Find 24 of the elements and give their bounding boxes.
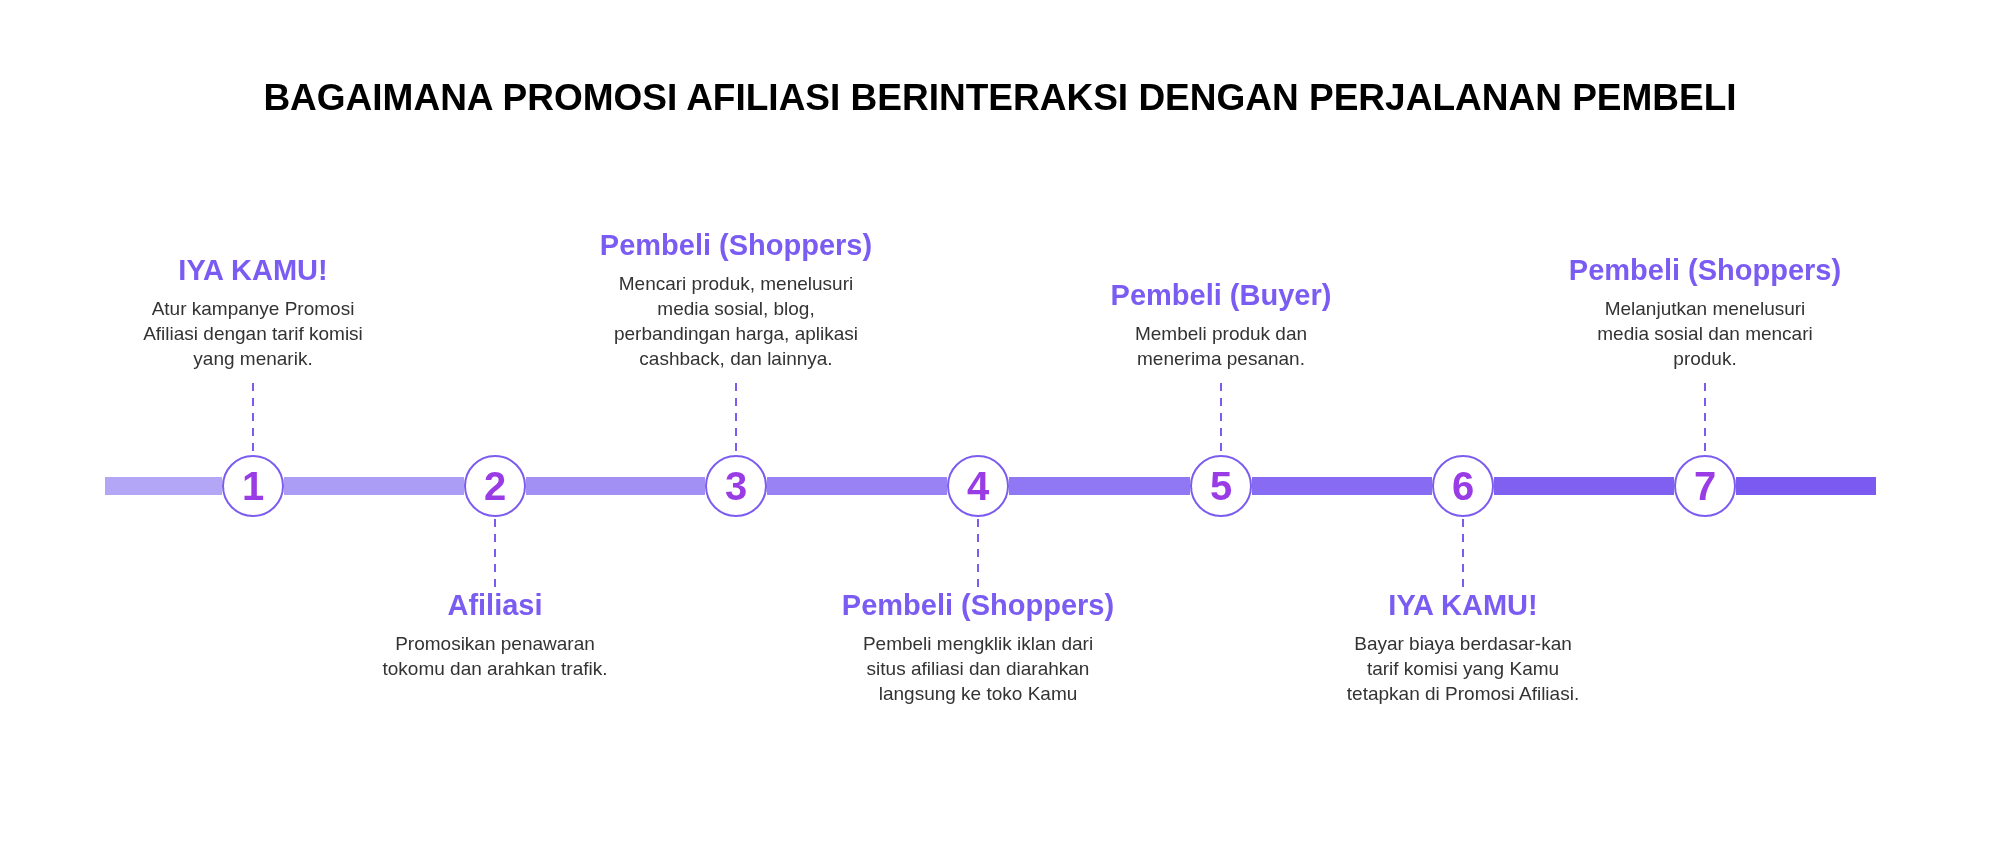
step-description: Promosikan penawaran tokomu dan arahkan trafik. <box>381 632 609 682</box>
step-heading: Afiliasi <box>447 588 543 623</box>
step-description: Melanjutkan menelusuri media sosial dan mencari produk. <box>1596 297 1814 371</box>
leader-line <box>977 516 979 588</box>
leader-line <box>1462 516 1464 588</box>
step-heading: Pembeli (Shoppers) <box>841 588 1115 623</box>
step-description: Mencari produk, menelusuri media sosial, blog, perbandingan harga, aplikasi cashback, dan lainnya. <box>613 272 859 371</box>
step-description: Bayar biaya berdasar-kan tarif komisi yang Kamu tetapkan di Promosi Afiliasi. <box>1345 632 1581 707</box>
step-description: Atur kampanye Promosi Afiliasi dengan tarif komisi yang menarik. <box>142 297 364 371</box>
step-description: Pembeli mengklik iklan dari situs afiliasi dan diarahkan langsung ke toko Kamu <box>861 632 1095 707</box>
step-description: Membeli produk dan menerima pesanan. <box>1133 322 1309 371</box>
step-heading: IYA KAMU! <box>178 252 328 288</box>
diagram-title: BAGAIMANA PROMOSI AFILIASI BERINTERAKSI DENGAN PERJALANAN PEMBELI <box>263 76 1737 120</box>
step-heading: IYA KAMU! <box>1388 588 1538 623</box>
timeline-bar <box>1494 477 1674 495</box>
step-heading: Pembeli (Shoppers) <box>1568 252 1842 288</box>
timeline-bar <box>526 477 705 495</box>
step-heading: Pembeli (Buyer) <box>1110 277 1332 313</box>
leader-line <box>494 516 496 588</box>
timeline-bar <box>284 477 464 495</box>
timeline-bar <box>1252 477 1432 495</box>
step-heading: Pembeli (Shoppers) <box>599 227 873 263</box>
timeline-bar <box>767 477 947 495</box>
timeline-bar <box>1009 477 1190 495</box>
